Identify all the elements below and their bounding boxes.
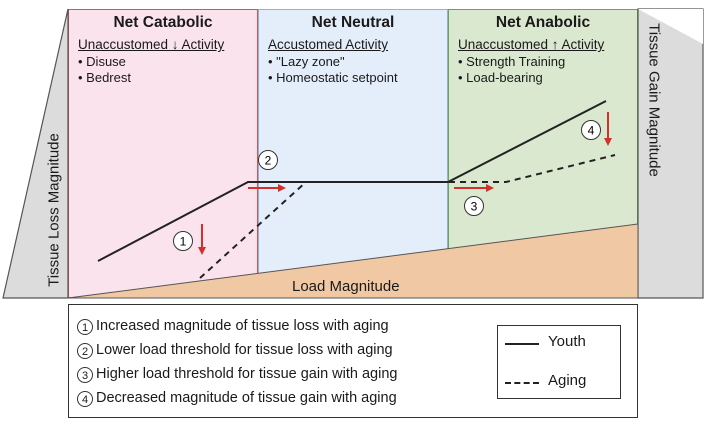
marker-4-label: 4	[588, 124, 595, 138]
tissue-gain-label: Tissue Gain Magnitude	[645, 23, 663, 177]
note-number: 4	[77, 391, 93, 407]
zone-title: Net Anabolic	[495, 14, 591, 31]
aging-line-swatch	[505, 382, 539, 384]
zone-subtitle: Accustomed Activity	[268, 37, 389, 52]
neutral-zone: Net Neutral Accustomed Activity • "Lazy …	[258, 9, 448, 298]
marker-4: 4	[581, 120, 601, 140]
aging-key-label: Aging	[548, 372, 587, 389]
note-number: 2	[77, 343, 93, 359]
marker-2: 2	[258, 150, 278, 170]
zone-title: Net Neutral	[311, 14, 395, 31]
note-text: Decreased magnitude of tissue gain with …	[96, 390, 397, 406]
zone-item: • "Lazy zone"	[268, 54, 345, 69]
youth-line	[97, 100, 607, 262]
note-text: Lower load threshold for tissue loss wit…	[96, 342, 393, 358]
load-magnitude-label: Load Magnitude	[292, 278, 400, 295]
zone-item: • Bedrest	[78, 70, 131, 85]
note-number: 3	[77, 367, 93, 383]
tissue-loss-wedge	[2, 8, 69, 299]
zone-item: • Load-bearing	[458, 70, 543, 85]
marker-3: 3	[464, 196, 484, 216]
youth-line-swatch	[505, 343, 539, 345]
note-text: Higher load threshold for tissue gain wi…	[96, 366, 398, 382]
zone-title: Net Catabolic	[113, 14, 213, 31]
catabolic-zone: Net Catabolic Unaccustomed ↓ Activity • …	[68, 9, 258, 298]
diagram-graphics: 1 2 3 4	[2, 8, 704, 299]
load-ramp	[67, 223, 639, 299]
marker-1-label: 1	[180, 235, 187, 249]
note-text: Increased magnitude of tissue loss with …	[96, 318, 389, 334]
zone-subtitle: Unaccustomed ↑ Activity	[458, 37, 605, 52]
zone-item: • Strength Training	[458, 54, 566, 69]
tissue-loss-label: Tissue Loss Magnitude	[45, 133, 63, 287]
zone-item: • Homeostatic setpoint	[268, 70, 398, 85]
zone-subtitle: Unaccustomed ↓ Activity	[78, 37, 225, 52]
marker-2-label: 2	[265, 154, 272, 168]
note-number: 1	[77, 319, 93, 335]
gain-wedge-notch	[638, 9, 703, 44]
zone-item: • Disuse	[78, 54, 126, 69]
marker-1: 1	[173, 231, 193, 251]
series-key: Youth Aging	[497, 325, 621, 399]
youth-key-label: Youth	[548, 333, 586, 350]
marker-3-label: 3	[471, 200, 478, 214]
